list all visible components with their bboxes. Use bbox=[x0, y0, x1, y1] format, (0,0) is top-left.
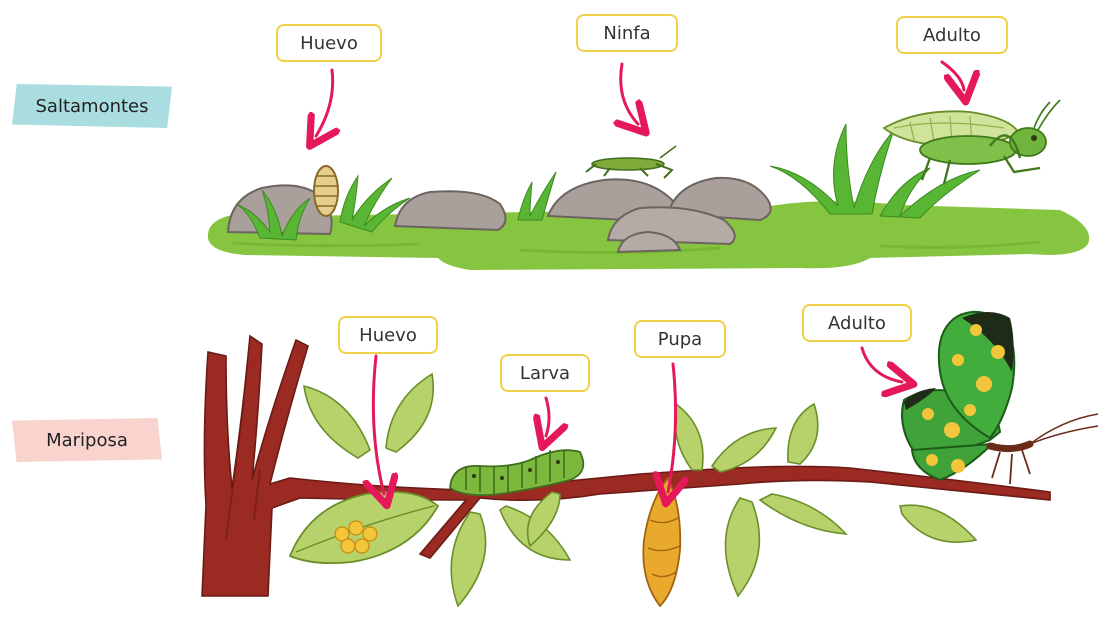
butterfly bbox=[902, 312, 1098, 484]
chrysalis bbox=[643, 478, 680, 606]
stage-label-butterfly-adult: Adulto bbox=[802, 304, 912, 342]
stage-label-grasshopper-adult: Adulto bbox=[896, 16, 1008, 54]
arrow-butterfly-egg bbox=[373, 356, 384, 494]
stage-label-grasshopper-egg: Huevo bbox=[276, 24, 382, 62]
egg-leaf bbox=[290, 492, 438, 563]
stage-label-butterfly-egg: Huevo bbox=[338, 316, 438, 354]
row-label-butterfly: Mariposa bbox=[12, 418, 162, 462]
stage-label-butterfly-larva: Larva bbox=[500, 354, 590, 392]
arrow-grasshopper-nymph bbox=[621, 64, 638, 124]
arrow-butterfly-adult bbox=[862, 348, 902, 382]
stage-label-butterfly-pupa: Pupa bbox=[634, 320, 726, 358]
grasshopper-nymph bbox=[586, 146, 676, 178]
arrow-grasshopper-egg bbox=[316, 70, 333, 136]
stage-label-grasshopper-nymph: Ninfa bbox=[576, 14, 678, 52]
arrow-grasshopper-adult bbox=[942, 62, 964, 90]
arrow-butterfly-larva bbox=[546, 398, 549, 436]
row-label-grasshopper: Saltamontes bbox=[12, 84, 172, 128]
grasshopper-egg-pod bbox=[314, 166, 338, 216]
